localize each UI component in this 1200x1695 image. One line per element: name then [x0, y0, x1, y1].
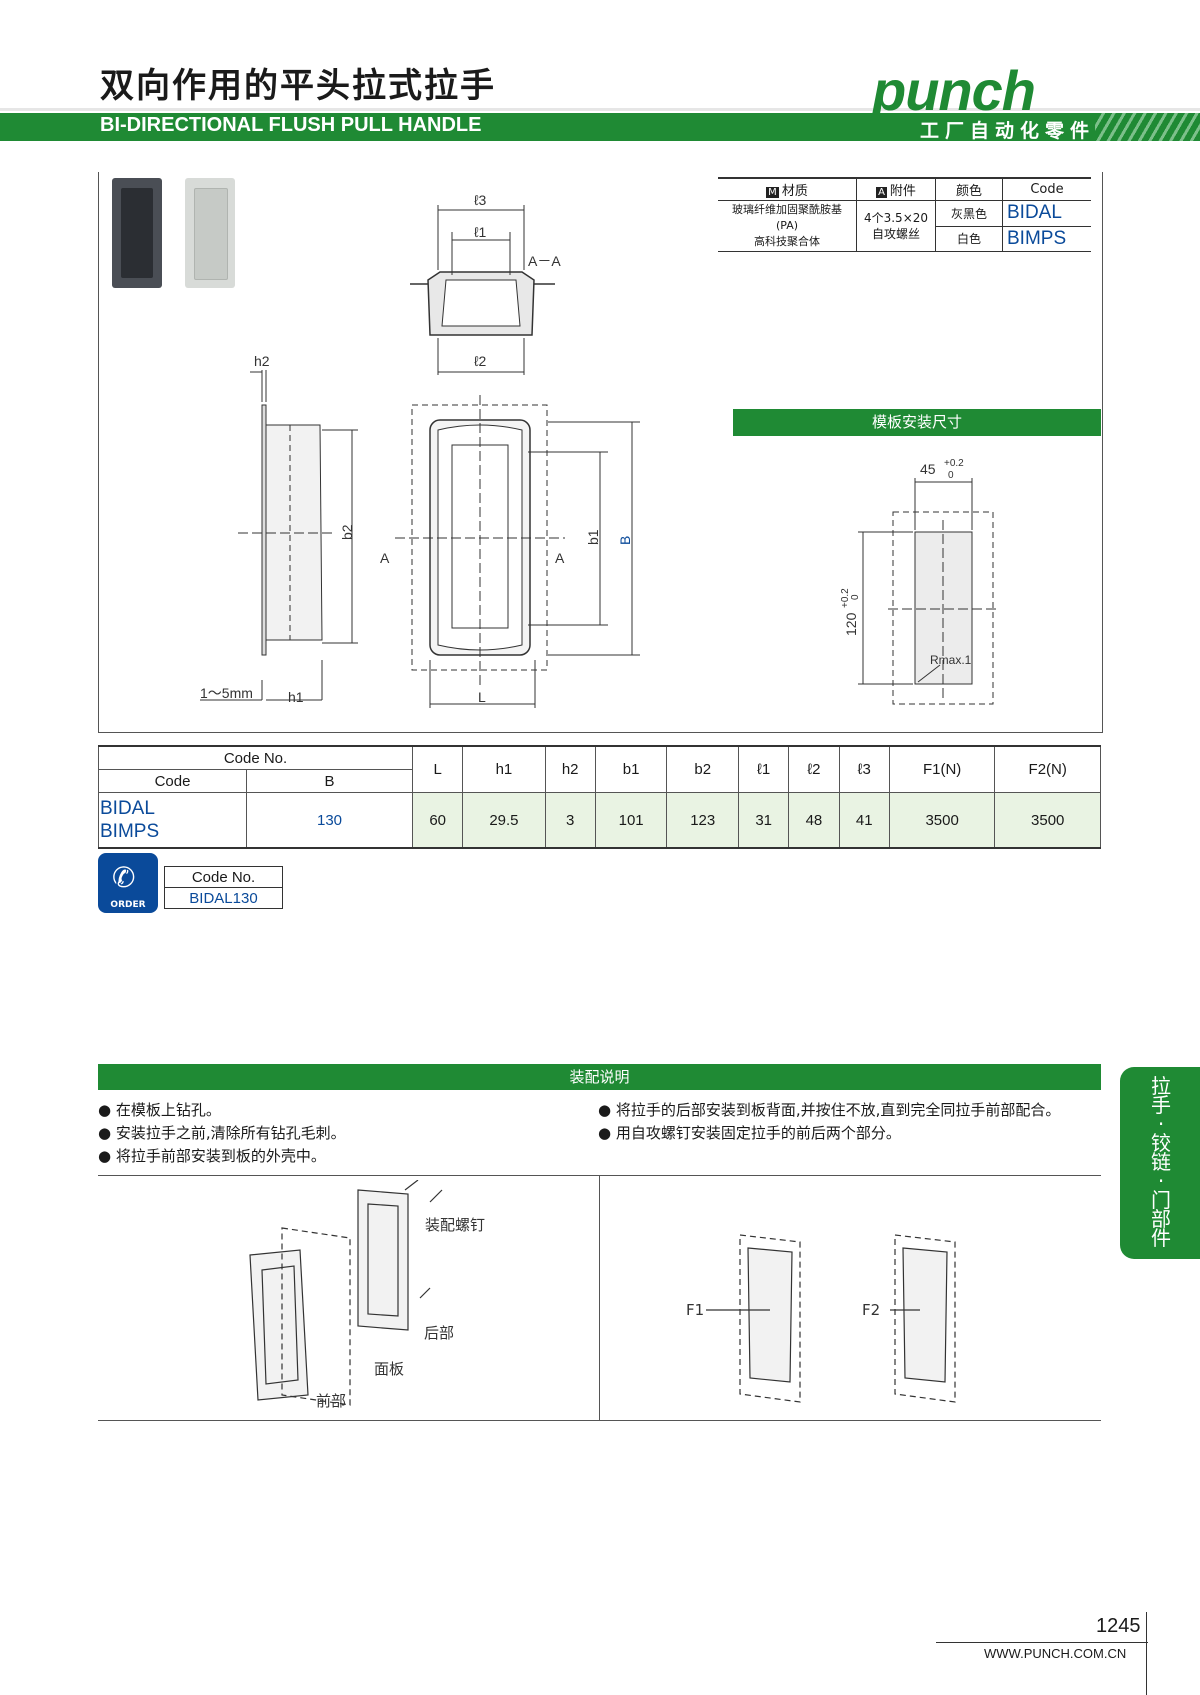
- assembly-divider-bottom: [98, 1420, 1101, 1421]
- assembly-title: 装配说明: [98, 1064, 1101, 1090]
- header-l1: ℓ1: [738, 745, 790, 793]
- cutout-height: 120: [843, 612, 859, 636]
- cutout-width-tol-zero: 0: [948, 470, 954, 481]
- cutout-height-tol-zero: 0: [850, 594, 861, 600]
- spec-material: 玻璃纤维加固聚酰胺基(PA)高科技聚合体: [718, 200, 857, 252]
- cell-l2: 48: [788, 792, 840, 849]
- side-tab[interactable]: 拉手· 铰链· 门部件: [1120, 1067, 1200, 1259]
- footer-rule: [936, 1642, 1148, 1643]
- cell-h1: 29.5: [462, 792, 546, 849]
- drawing-frame: [98, 172, 1103, 733]
- dim-b2: b2: [339, 524, 355, 540]
- label-screw: 装配螺钉: [425, 1216, 485, 1234]
- header-code: Code: [98, 769, 247, 793]
- dim-l1: ℓ1: [474, 224, 487, 240]
- page-title-en: BI-DIRECTIONAL FLUSH PULL HANDLE: [100, 114, 482, 136]
- list-item: ● 用自攻螺钉安装固定拉手的前后两个部分。: [598, 1124, 901, 1142]
- header-b1: b1: [594, 745, 668, 793]
- order-code-label: Code No.: [164, 866, 283, 888]
- list-item: ● 将拉手的后部安装到板背面,并按住不放,直到完全同拉手前部配合。: [598, 1101, 1061, 1119]
- title-bar: [0, 113, 1200, 141]
- cutout-width: 45: [920, 461, 936, 477]
- assembly-divider-mid: [599, 1175, 600, 1420]
- header-b2: b2: [666, 745, 740, 793]
- dim-L: L: [478, 689, 486, 705]
- phone-icon: ✆: [112, 861, 136, 894]
- header-l2: ℓ2: [788, 745, 840, 793]
- cutout-width-tol: +0.2: [944, 458, 964, 469]
- header-f2: F2(N): [994, 745, 1101, 793]
- label-f2: F2: [862, 1301, 880, 1319]
- page-title-cn: 双向作用的平头拉式拉手: [100, 66, 496, 106]
- label-front: 前部: [316, 1392, 346, 1410]
- cell-b2: 123: [666, 792, 740, 849]
- header-code-no: Code No.: [97, 745, 414, 770]
- cell-L: 60: [412, 792, 464, 849]
- dim-l3: ℓ3: [474, 192, 487, 208]
- section-label: A－A: [528, 253, 561, 269]
- spec-color-1: 灰黑色: [935, 200, 1003, 227]
- assembly-left-list: ● 在模板上钻孔。 ● 安装拉手之前,清除所有钻孔毛刺。 ● 将拉手前部安装到板…: [98, 1099, 346, 1168]
- accessory-icon: A: [876, 187, 887, 198]
- cutout-height-tol: +0.2: [840, 588, 851, 608]
- label-panel: 面板: [374, 1360, 404, 1378]
- header-l3: ℓ3: [838, 745, 890, 793]
- cell-f1: 3500: [888, 792, 996, 849]
- section-mark-right: A: [555, 550, 565, 566]
- order-code-value: BIDAL130: [164, 887, 283, 909]
- footer-url[interactable]: WWW.PUNCH.COM.CN: [984, 1646, 1127, 1661]
- spec-code-1: BIDAL: [1002, 200, 1091, 227]
- cutout-title: 模板安装尺寸: [733, 409, 1101, 436]
- spec-header-color: 颜色: [935, 177, 1003, 201]
- page-number: 1245: [1096, 1615, 1141, 1637]
- header-rule: [0, 108, 1200, 111]
- product-photo-white: [185, 178, 235, 288]
- cell-l1: 31: [738, 792, 790, 849]
- cell-l3: 41: [838, 792, 890, 849]
- footer-rule-vertical: [1146, 1612, 1147, 1695]
- dim-h2: h2: [254, 353, 270, 369]
- dim-l2: ℓ2: [474, 353, 487, 369]
- brand-logo: punch: [872, 59, 1036, 122]
- order-icon: ✆ ORDER: [98, 853, 158, 913]
- list-item: ● 在模板上钻孔。: [98, 1101, 221, 1119]
- dimension-table: Code No. L h1 h2 b1 b2 ℓ1 ℓ2 ℓ3 F1(N) F2…: [97, 745, 1101, 849]
- header-b: B: [245, 769, 414, 793]
- cutout-radius: Rmax.1: [930, 653, 972, 667]
- cell-h2: 3: [544, 792, 596, 849]
- product-photo-grey: [112, 178, 162, 288]
- cell-f2: 3500: [994, 792, 1101, 849]
- header-L: L: [412, 745, 464, 793]
- material-icon: M: [766, 187, 779, 198]
- dim-h1: h1: [288, 689, 304, 705]
- brand-subtitle: 工厂自动化零件: [920, 120, 1096, 142]
- row-b-value: 130: [245, 792, 414, 849]
- technical-drawing: ℓ3 ℓ1 A－A ℓ2 h2 h1 1～5mm L A A b2 b1 B 4…: [200, 192, 998, 708]
- label-rear: 后部: [424, 1324, 454, 1342]
- assembly-right-list: ● 将拉手的后部安装到板背面,并按住不放,直到完全同拉手前部配合。 ● 用自攻螺…: [598, 1099, 1060, 1145]
- header-h1: h1: [462, 745, 546, 793]
- spec-header-code: Code: [1002, 177, 1091, 201]
- section-mark-left: A: [380, 550, 390, 566]
- spec-color-2: 白色: [935, 226, 1003, 252]
- dim-B: B: [617, 536, 633, 545]
- label-f1: F1: [686, 1301, 704, 1319]
- cell-b1: 101: [594, 792, 668, 849]
- dim-b1: b1: [585, 529, 601, 545]
- spec-code-2: BIMPS: [1002, 226, 1091, 252]
- assembly-illustration: 装配螺钉 后部 面板 前部 F1 F2: [249, 1180, 956, 1410]
- order-example: Code No. BIDAL130: [164, 866, 283, 909]
- list-item: ● 将拉手前部安装到板的外壳中。: [98, 1147, 326, 1165]
- header-stripes: [1095, 113, 1200, 141]
- list-item: ● 安装拉手之前,清除所有钻孔毛刺。: [98, 1124, 346, 1142]
- dim-range: 1～5mm: [200, 685, 253, 701]
- header-h2: h2: [544, 745, 596, 793]
- header-f1: F1(N): [888, 745, 996, 793]
